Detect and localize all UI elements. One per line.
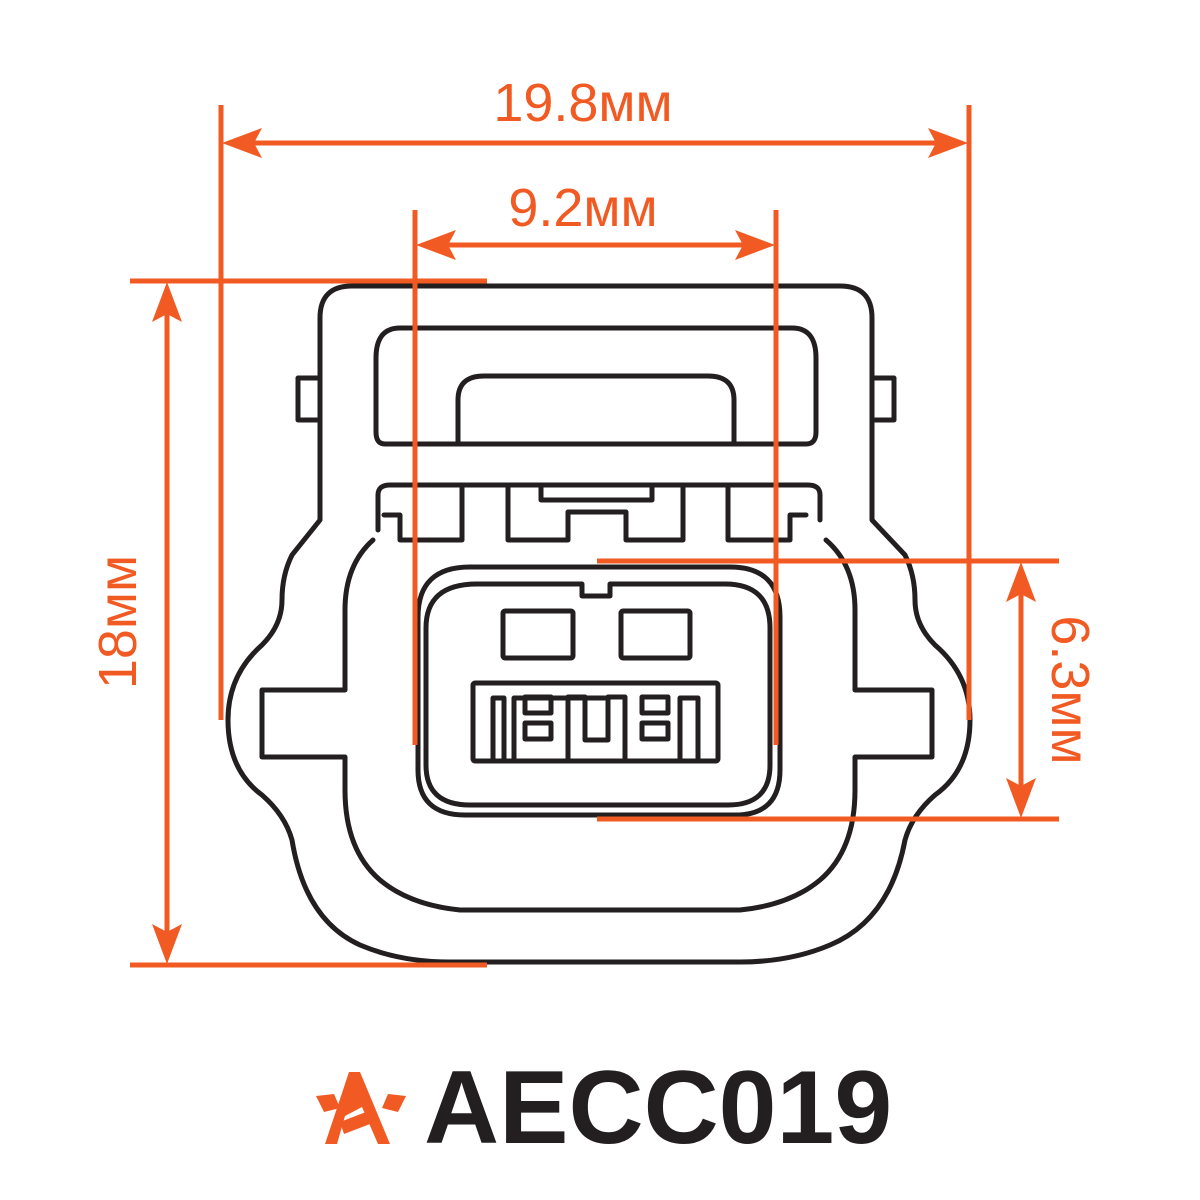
pin-cavity-1	[500, 608, 576, 661]
terminal-slot-2	[522, 720, 554, 742]
dimension-overall-height: 18мм	[88, 278, 487, 968]
dimension-overall-width: 19.8мм	[218, 73, 972, 720]
arrow-right-icon	[735, 230, 775, 260]
rib-step-right	[725, 482, 809, 543]
latch-frame	[373, 325, 819, 447]
housing-outline	[225, 283, 973, 965]
terminal-slot-1	[522, 694, 554, 716]
arrow-left-icon	[222, 128, 262, 158]
left-side-tab	[295, 375, 323, 423]
terminal-detail-left	[490, 695, 507, 764]
terminal-u-shape	[565, 694, 628, 764]
arrow-right-icon	[928, 128, 968, 158]
arrow-left-icon	[416, 230, 456, 260]
socket-inner	[423, 581, 773, 808]
connector-body	[225, 283, 973, 965]
rib-step-left	[381, 482, 465, 543]
latch-button	[455, 373, 737, 447]
pin-cavity-2	[618, 608, 693, 661]
rib-step-center	[505, 482, 686, 543]
rib-center-notch	[538, 482, 655, 503]
terminal-slot-4	[639, 720, 671, 742]
dimension-inner-width: 9.2мм	[412, 178, 779, 745]
terminal-detail-right	[677, 695, 701, 764]
arrow-down-icon	[152, 924, 182, 964]
star-a-logo-icon	[316, 1072, 406, 1144]
arrow-up-icon	[1006, 562, 1036, 602]
right-side-tab	[869, 375, 897, 423]
part-code-title: AECC019	[424, 1050, 892, 1166]
terminal-detail-left-2	[511, 695, 608, 764]
inner-shroud	[259, 537, 935, 913]
dimension-label-inner-width: 9.2мм	[508, 178, 657, 238]
rib-row	[375, 482, 823, 533]
terminal-slot-3	[639, 694, 671, 716]
dimension-socket-height: 6.3мм	[597, 558, 1100, 822]
arrow-down-icon	[1006, 778, 1036, 818]
dimension-label-socket-height: 6.3мм	[1040, 615, 1100, 764]
brand-logo: AECC019	[316, 1050, 892, 1166]
dimension-label-overall-height: 18мм	[88, 555, 148, 689]
terminal-block	[470, 680, 721, 764]
dimension-label-overall-width: 19.8мм	[493, 73, 672, 133]
arrow-up-icon	[152, 282, 182, 322]
